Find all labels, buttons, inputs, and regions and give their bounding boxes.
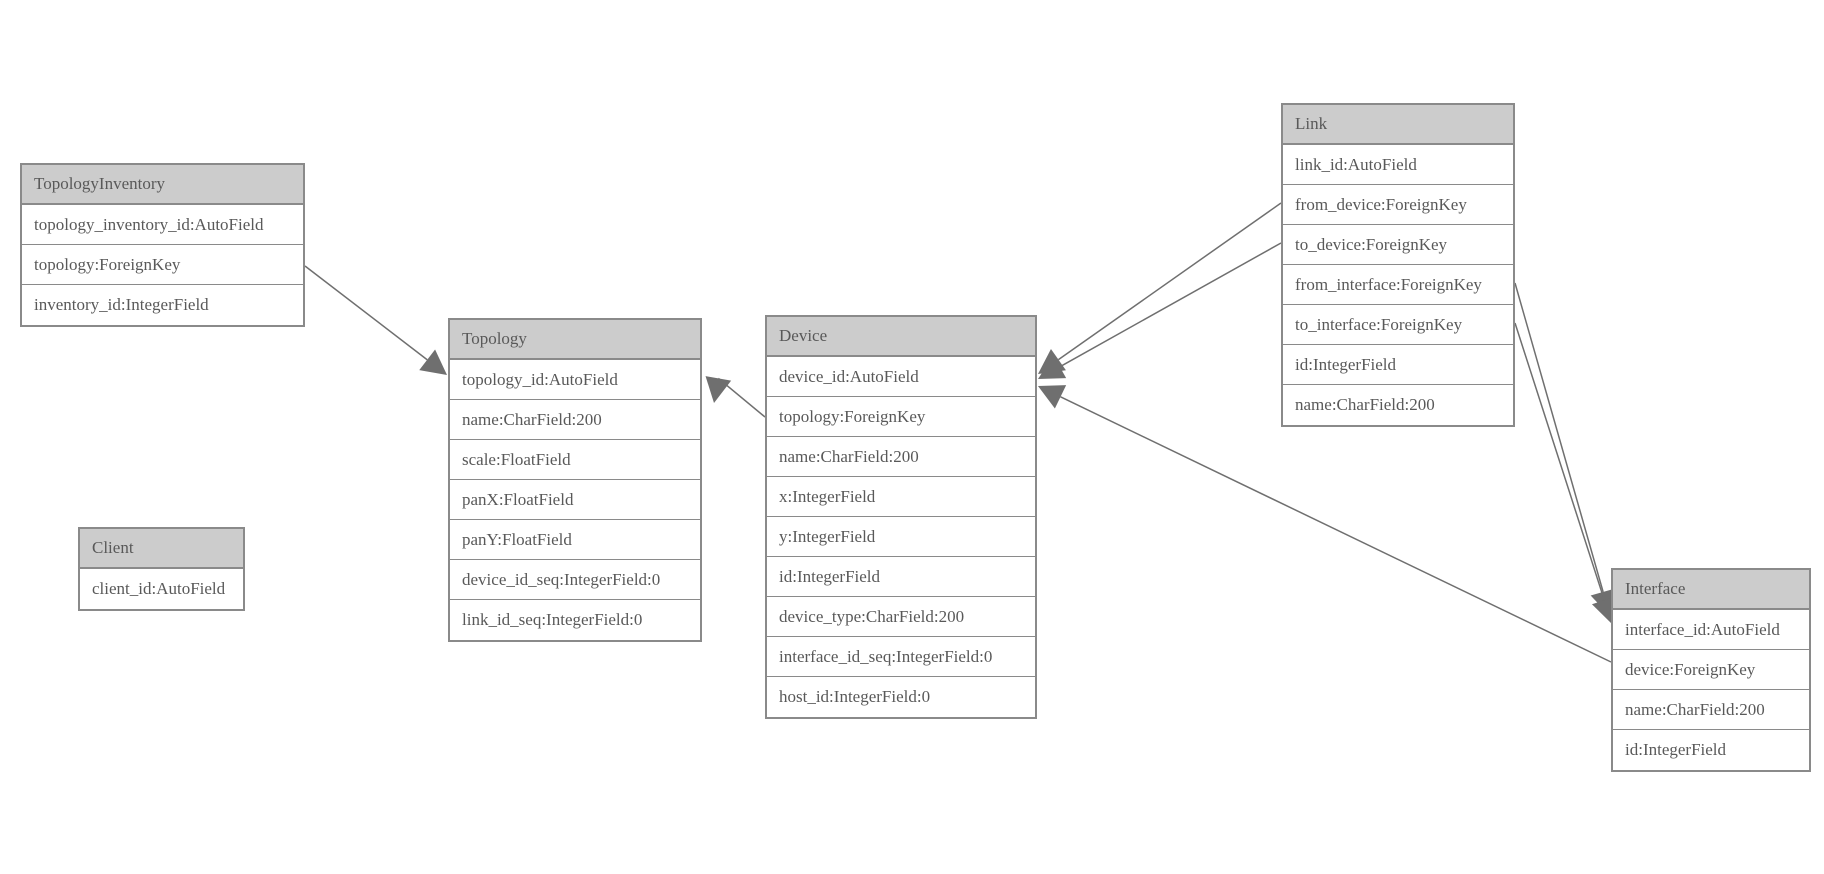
- entity-topology-field-row: device_id_seq:IntegerField:0: [450, 560, 700, 600]
- field-label: device_type:CharField:200: [779, 606, 965, 626]
- field-label: device_id_seq:IntegerField:0: [462, 569, 661, 589]
- entity-interface-field-row: interface_id:AutoField: [1613, 610, 1809, 650]
- entity-topology-inventory-field-row: topology:ForeignKey: [22, 245, 303, 285]
- field-label: device_id:AutoField: [779, 366, 919, 386]
- field-label: topology_id:AutoField: [462, 369, 618, 389]
- entity-device-field-row: device_id:AutoField: [767, 357, 1035, 397]
- entity-link-field-row: to_interface:ForeignKey: [1283, 305, 1513, 345]
- relation-line-interface-device-to-device-device-id: [1060, 396, 1612, 663]
- entity-topology-inventory-field-row: topology_inventory_id:AutoField: [22, 205, 303, 245]
- entity-topology[interactable]: Topology topology_id:AutoField name:CharFi…: [448, 318, 702, 642]
- entity-interface-field-row: name:CharField:200: [1613, 690, 1809, 730]
- field-label: name:CharField:200: [1625, 699, 1765, 719]
- field-label: panY:FloatField: [462, 529, 572, 549]
- field-label: interface_id_seq:IntegerField:0: [779, 646, 993, 666]
- entity-link-field-row: from_interface:ForeignKey: [1283, 265, 1513, 305]
- entity-device-field-row: host_id:IntegerField:0: [767, 677, 1035, 717]
- field-label: topology:ForeignKey: [34, 254, 181, 274]
- entity-device-field-row: y:IntegerField: [767, 517, 1035, 557]
- field-label: host_id:IntegerField:0: [779, 687, 931, 706]
- entity-topology-field-row: name:CharField:200: [450, 400, 700, 440]
- relation-line-link-to-interface-to-interface-interface-id: [1514, 322, 1606, 601]
- field-label: device:ForeignKey: [1625, 659, 1756, 679]
- field-label: topology:ForeignKey: [779, 406, 926, 426]
- entity-link-header: Link: [1283, 105, 1513, 145]
- arrowhead-topologyinventory-topology-to-topology-topology-id: [419, 349, 447, 375]
- field-label: id:IntegerField: [1625, 740, 1727, 759]
- entity-device[interactable]: Device device_id:AutoField topology:Foreig…: [765, 315, 1037, 719]
- entity-link-title: Link: [1295, 114, 1328, 133]
- field-label: link_id_seq:IntegerField:0: [462, 610, 643, 629]
- entity-client[interactable]: Client client_id:AutoField: [78, 527, 245, 611]
- entity-device-field-row: topology:ForeignKey: [767, 397, 1035, 437]
- entity-device-title: Device: [779, 326, 828, 345]
- entity-topology-inventory[interactable]: TopologyInventory topology_inventory_id:A…: [20, 163, 305, 327]
- field-label: inventory_id:IntegerField: [34, 295, 209, 314]
- entity-link-field-row: to_device:ForeignKey: [1283, 225, 1513, 265]
- field-label: to_device:ForeignKey: [1295, 234, 1448, 254]
- field-label: from_interface:ForeignKey: [1295, 274, 1482, 294]
- arrowhead-link-to-interface-to-interface-interface-id: [1591, 596, 1617, 624]
- field-label: link_id:AutoField: [1295, 154, 1417, 174]
- entity-interface-field-row: id:IntegerField: [1613, 730, 1809, 770]
- arrowhead-link-to-device-to-device-device-id: [1038, 355, 1067, 379]
- entity-device-field-row: x:IntegerField: [767, 477, 1035, 517]
- field-label: interface_id:AutoField: [1625, 619, 1780, 639]
- relation-line-link-to-device-to-device-device-id: [1059, 242, 1282, 368]
- entity-topology-field-row: scale:FloatField: [450, 440, 700, 480]
- entity-client-header: Client: [80, 529, 243, 569]
- entity-topology-header: Topology: [450, 320, 700, 360]
- field-label: name:CharField:200: [462, 409, 602, 429]
- field-label: name:CharField:200: [779, 446, 919, 466]
- entity-topology-inventory-title: TopologyInventory: [34, 174, 166, 193]
- field-label: client_id:AutoField: [92, 579, 226, 598]
- entity-topology-inventory-field-row: inventory_id:IntegerField: [22, 285, 303, 325]
- entity-interface-header: Interface: [1613, 570, 1809, 610]
- entity-interface-field-row: device:ForeignKey: [1613, 650, 1809, 690]
- entity-topology-inventory-header: TopologyInventory: [22, 165, 303, 205]
- entity-client-title: Client: [92, 538, 134, 557]
- field-label: id:IntegerField: [779, 566, 881, 586]
- field-label: id:IntegerField: [1295, 354, 1397, 374]
- relation-line-topologyinventory-topology-to-topology-topology-id: [304, 265, 428, 361]
- entity-topology-field-row: link_id_seq:IntegerField:0: [450, 600, 700, 640]
- field-label: to_interface:ForeignKey: [1295, 314, 1463, 334]
- entity-link-field-row: from_device:ForeignKey: [1283, 185, 1513, 225]
- relation-line-link-from-interface-to-interface-interface-id: [1514, 282, 1604, 593]
- field-label: y:IntegerField: [779, 526, 876, 546]
- field-label: from_device:ForeignKey: [1295, 194, 1467, 214]
- entity-device-field-row: device_type:CharField:200: [767, 597, 1035, 637]
- arrowhead-device-topology-to-topology-topology-id: [705, 376, 732, 403]
- entity-link[interactable]: Link link_id:AutoField from_device:Foreign…: [1281, 103, 1515, 427]
- entity-interface[interactable]: Interface interface_id:AutoField device:Fo…: [1611, 568, 1811, 772]
- entity-device-header: Device: [767, 317, 1035, 357]
- field-label: scale:FloatField: [462, 449, 571, 469]
- entity-link-field-row: id:IntegerField: [1283, 345, 1513, 385]
- entity-client-field-row: client_id:AutoField: [80, 569, 243, 609]
- entity-link-field-row: link_id:AutoField: [1283, 145, 1513, 185]
- entity-topology-title: Topology: [462, 329, 527, 348]
- field-label: panX:FloatField: [462, 489, 574, 509]
- field-label: name:CharField:200: [1295, 395, 1435, 414]
- entity-topology-field-row: topology_id:AutoField: [450, 360, 700, 400]
- entity-device-field-row: id:IntegerField: [767, 557, 1035, 597]
- entity-topology-field-row: panY:FloatField: [450, 520, 700, 560]
- relation-line-link-from-device-to-device-device-id: [1058, 202, 1282, 361]
- field-label: topology_inventory_id:AutoField: [34, 214, 264, 234]
- field-label: x:IntegerField: [779, 486, 876, 506]
- entity-topology-field-row: panX:FloatField: [450, 480, 700, 520]
- entity-interface-title: Interface: [1625, 579, 1686, 598]
- entity-device-field-row: name:CharField:200: [767, 437, 1035, 477]
- entity-link-field-row: name:CharField:200: [1283, 385, 1513, 425]
- entity-device-field-row: interface_id_seq:IntegerField:0: [767, 637, 1035, 677]
- arrowhead-interface-device-to-device-device-id: [1038, 385, 1067, 409]
